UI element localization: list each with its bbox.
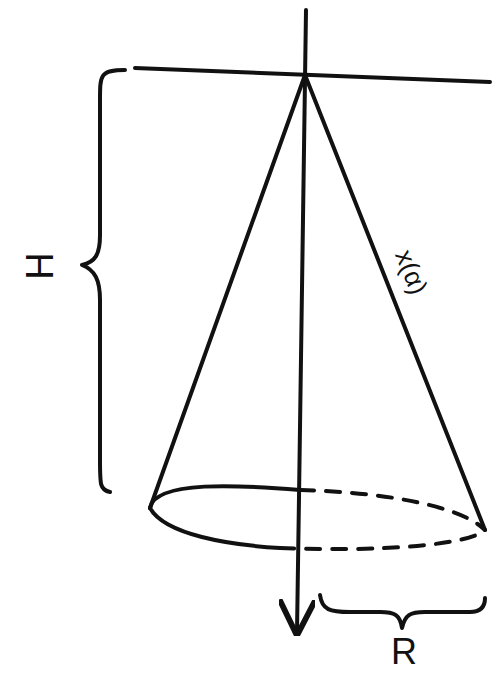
height-brace — [82, 70, 125, 492]
cone-side — [305, 75, 485, 530]
cone-side — [150, 75, 305, 508]
horizontal-line — [135, 68, 490, 82]
radius-label: R — [391, 634, 417, 670]
base-back-dashed — [300, 490, 485, 530]
axis-arrow — [297, 10, 306, 632]
height-label: H — [21, 252, 59, 279]
radius-brace — [320, 595, 485, 628]
base-back — [150, 486, 300, 508]
slant-label: x(α) — [391, 246, 432, 298]
base-front-dashed — [280, 530, 485, 549]
base-front — [150, 508, 280, 548]
